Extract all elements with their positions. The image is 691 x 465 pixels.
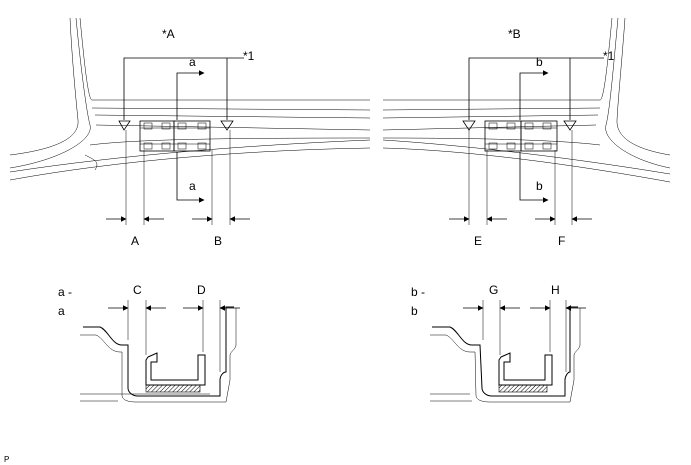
dimension-label-b: B (214, 234, 222, 248)
dimension-label-d: D (197, 283, 206, 297)
dimension-label-c: C (133, 283, 142, 297)
view-b-title: *B (508, 27, 521, 41)
section-a-label-line1: a - (58, 285, 72, 299)
view-b (382, 17, 671, 225)
section-a-a (80, 300, 240, 403)
dimension-label-e: E (474, 234, 482, 248)
view-a (9, 17, 371, 225)
view-b-callout: *1 (603, 49, 615, 63)
section-b-label-line2: b (411, 304, 418, 318)
view-a-section-mark-top: a (189, 55, 196, 69)
view-b-section-mark-top: b (536, 55, 543, 69)
dimension-label-f: F (558, 234, 565, 248)
view-a-callout: *1 (243, 49, 255, 63)
section-b-label-line1: b - (411, 285, 425, 299)
section-b-b (430, 300, 586, 403)
view-a-title: *A (162, 27, 175, 41)
dimension-label-h: H (551, 283, 560, 297)
view-b-section-mark-bottom: b (536, 179, 543, 193)
footer-code: P (4, 455, 9, 464)
view-a-section-mark-bottom: a (189, 179, 196, 193)
section-a-label-line2: a (58, 304, 65, 318)
dimension-label-g: G (489, 283, 498, 297)
dimension-label-a: A (131, 234, 139, 248)
